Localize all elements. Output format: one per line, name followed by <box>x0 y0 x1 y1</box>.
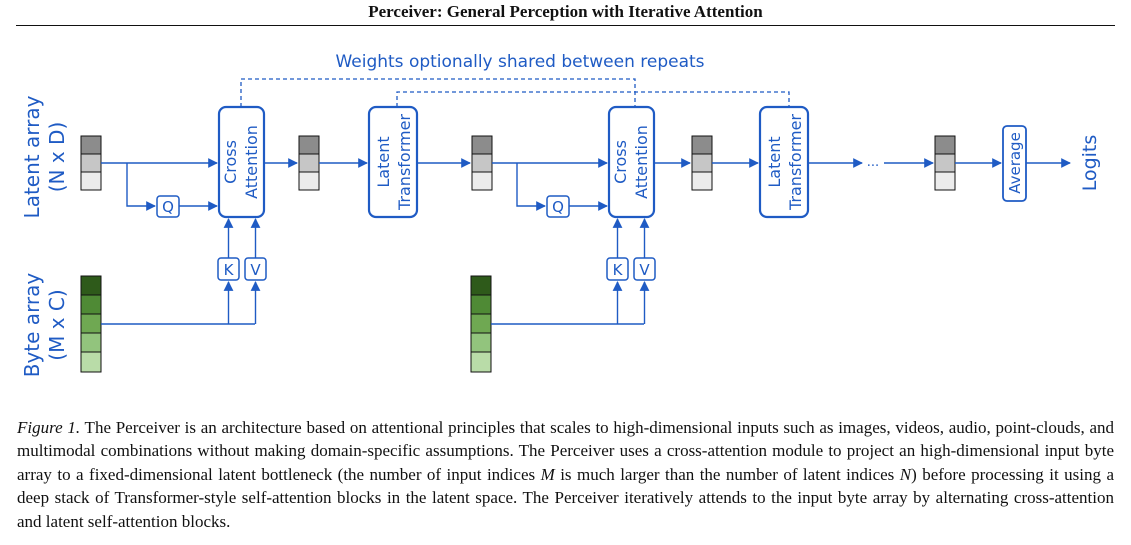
svg-text:V: V <box>250 261 261 279</box>
svg-text:V: V <box>639 261 650 279</box>
latent-array-after-transformer-1 <box>471 135 493 191</box>
kv-boxes-2: K V <box>606 257 656 281</box>
svg-text:Attention: Attention <box>242 125 261 199</box>
kv-boxes-1: K V <box>217 257 267 281</box>
svg-text:(N x D): (N x D) <box>45 122 69 193</box>
svg-text:K: K <box>613 261 624 279</box>
svg-text:Attention: Attention <box>632 125 651 199</box>
latent-transformer-block-1: Latent Transformer <box>367 105 419 219</box>
svg-text:Latent array: Latent array <box>20 95 44 218</box>
svg-text:(M x C): (M x C) <box>45 289 69 360</box>
svg-text:Cross: Cross <box>611 140 630 184</box>
svg-text:Q: Q <box>552 198 564 216</box>
latent-array-input <box>80 135 102 191</box>
latent-array-after-cross-attention-1 <box>298 135 320 191</box>
q-box-1: Q <box>156 195 180 218</box>
latent-array-final <box>934 135 956 191</box>
svg-text:Byte array: Byte array <box>20 273 44 378</box>
figure-caption: Figure 1. The Perceiver is an architectu… <box>17 416 1114 533</box>
svg-text:Latent: Latent <box>374 136 393 187</box>
byte-array-2 <box>470 275 492 373</box>
latent-transformer-block-2: Latent Transformer <box>758 105 810 219</box>
cross-attention-block-1: Cross Attention <box>217 105 266 219</box>
shared-weights-bracket <box>240 78 790 107</box>
latent-array-label: Latent array (N x D) <box>20 95 69 218</box>
caption-text-2: is much larger than the number of latent… <box>554 464 900 484</box>
caption-text-3: ) before processing it using a deep stac… <box>17 464 1114 531</box>
repeat-ellipsis: ... <box>867 155 879 170</box>
caption-figure-label: Figure 1. <box>17 418 81 437</box>
data-flow-arrows <box>101 158 1071 325</box>
byte-array-label: Byte array (M x C) <box>20 273 69 378</box>
svg-text:K: K <box>224 261 235 279</box>
svg-text:Average: Average <box>1006 132 1024 194</box>
header-rule <box>16 25 1115 26</box>
logits-label: Logits <box>1079 135 1101 192</box>
svg-text:Cross: Cross <box>221 140 240 184</box>
caption-var-n: N <box>899 464 912 484</box>
cross-attention-block-2: Cross Attention <box>607 105 656 219</box>
shared-weights-label: Weights optionally shared between repeat… <box>335 52 704 72</box>
running-header: Perceiver: General Perception with Itera… <box>368 2 763 21</box>
average-block: Average <box>1002 125 1027 202</box>
byte-array-1 <box>80 275 102 373</box>
q-box-2: Q <box>546 195 570 218</box>
svg-text:Transformer: Transformer <box>395 114 414 211</box>
latent-array-after-cross-attention-2 <box>691 135 713 191</box>
svg-text:Latent: Latent <box>765 136 784 187</box>
svg-text:Transformer: Transformer <box>786 114 805 211</box>
perceiver-architecture-diagram: Weights optionally shared between repeat… <box>20 52 1101 378</box>
svg-text:Q: Q <box>162 198 174 216</box>
caption-text-1: The Perceiver is an architecture based o… <box>17 418 1114 484</box>
caption-var-m: M <box>540 464 555 484</box>
